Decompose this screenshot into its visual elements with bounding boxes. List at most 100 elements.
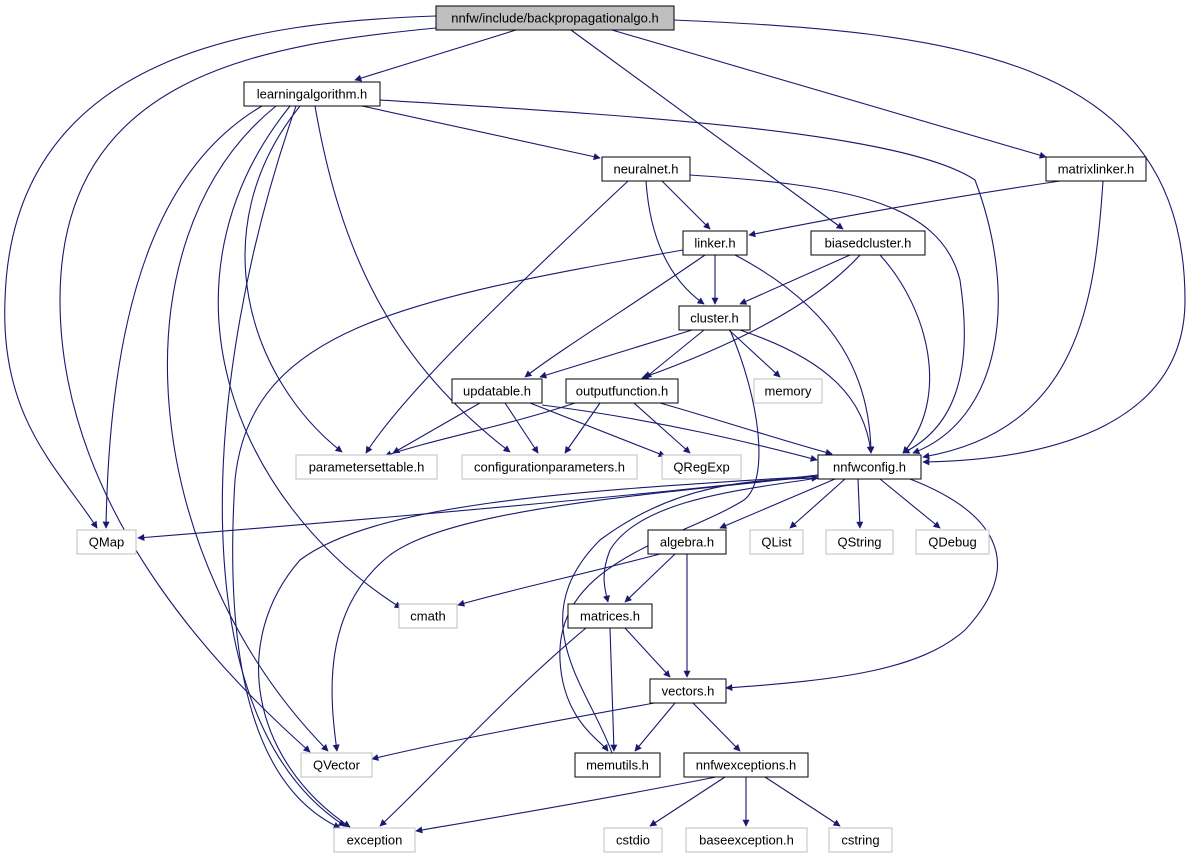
- edge-learningalgorithm-to-nnfwconfig: [379, 99, 999, 455]
- node-box-updatable[interactable]: [451, 378, 543, 404]
- edge-outputfunction-to-qregexp: [633, 402, 691, 454]
- node-box-cstdio: [603, 827, 663, 853]
- edge-root-to-qmap: [4, 15, 437, 529]
- node-label-root: nnfw/include/backpropagationalgo.h: [451, 11, 658, 26]
- node-biasedcluster[interactable]: biasedcluster.h: [810, 230, 926, 256]
- node-box-configurationparameters: [461, 454, 638, 480]
- node-label-cstring: cstring: [841, 833, 879, 848]
- node-label-qstring: QString: [837, 535, 881, 550]
- node-box-cluster[interactable]: [678, 305, 751, 331]
- edge-learningalgorithm-to-cmath: [217, 105, 402, 609]
- node-box-biasedcluster[interactable]: [810, 230, 926, 256]
- node-box-learningalgorithm[interactable]: [243, 81, 381, 107]
- edge-learningalgorithm-to-qmap: [102, 105, 263, 529]
- edge-layer: [4, 15, 1186, 834]
- edge-nnfwconfig-to-exception: [258, 475, 819, 828]
- edge-updatable-to-nnfwconfig: [541, 404, 818, 462]
- edge-root-to-learningalgorithm: [354, 29, 517, 82]
- edge-nnfwconfig-to-qmap: [137, 474, 819, 541]
- node-cstdio: cstdio: [603, 827, 663, 853]
- node-memory: memory: [753, 378, 823, 404]
- node-box-root[interactable]: [435, 5, 675, 31]
- node-outputfunction[interactable]: outputfunction.h: [565, 378, 679, 404]
- node-box-memutils[interactable]: [574, 752, 661, 778]
- node-box-outputfunction[interactable]: [565, 378, 679, 404]
- node-label-outputfunction: outputfunction.h: [576, 384, 669, 399]
- edge-root-to-matrixlinker: [611, 29, 1047, 159]
- node-updatable[interactable]: updatable.h: [451, 378, 543, 404]
- node-label-exception: exception: [347, 833, 403, 848]
- node-box-algebra[interactable]: [647, 529, 727, 555]
- edge-linker-to-exception: [232, 249, 684, 829]
- node-box-linker[interactable]: [682, 230, 748, 256]
- node-label-memory: memory: [765, 384, 812, 399]
- edge-learningalgorithm-to-qvector: [166, 105, 329, 752]
- node-cstring: cstring: [828, 827, 893, 853]
- edge-cluster-to-nnfwconfig: [739, 329, 874, 454]
- node-root[interactable]: nnfw/include/backpropagationalgo.h: [435, 5, 675, 31]
- edge-nnfwconfig-to-vectors: [725, 478, 998, 692]
- edge-neuralnet-to-cluster: [645, 180, 705, 305]
- node-label-nnfwexceptions: nnfwexceptions.h: [696, 758, 796, 773]
- edge-matrices-to-vectors: [624, 627, 671, 678]
- edge-outputfunction-to-configurationparameters: [564, 402, 601, 454]
- node-box-vectors[interactable]: [649, 678, 727, 704]
- node-label-neuralnet: neuralnet.h: [613, 162, 678, 177]
- node-box-matrixlinker[interactable]: [1045, 156, 1147, 182]
- node-learningalgorithm[interactable]: learningalgorithm.h: [243, 81, 381, 107]
- node-matrices[interactable]: matrices.h: [567, 603, 653, 629]
- edge-matrices-to-exception: [379, 627, 587, 827]
- node-box-nnfwconfig[interactable]: [817, 454, 922, 480]
- node-label-baseexception: baseexception.h: [699, 833, 794, 848]
- edge-nnfwconfig-to-qdebug: [879, 478, 941, 529]
- node-box-neuralnet[interactable]: [601, 156, 691, 182]
- edge-nnfwconfig-to-qlist: [789, 478, 846, 529]
- node-label-vectors: vectors.h: [662, 684, 715, 699]
- node-neuralnet[interactable]: neuralnet.h: [601, 156, 691, 182]
- node-label-qmap: QMap: [89, 535, 124, 550]
- node-nnfwexceptions[interactable]: nnfwexceptions.h: [683, 752, 809, 778]
- node-box-matrices[interactable]: [567, 603, 653, 629]
- node-label-matrices: matrices.h: [580, 609, 640, 624]
- edge-biasedcluster-to-cluster: [739, 254, 851, 305]
- node-label-learningalgorithm: learningalgorithm.h: [257, 87, 368, 102]
- node-label-qlist: QList: [761, 535, 792, 550]
- edge-matrices-to-memutils: [609, 627, 618, 752]
- node-label-nnfwconfig: nnfwconfig.h: [833, 460, 906, 475]
- node-box-qregexp: [661, 454, 742, 480]
- node-label-cstdio: cstdio: [616, 833, 650, 848]
- edge-nnfwexceptions-to-cstdio: [649, 776, 726, 827]
- edge-nnfwconfig-to-algebra: [719, 478, 836, 529]
- edge-root-to-nnfwconfig: [673, 19, 1186, 466]
- node-vectors[interactable]: vectors.h: [649, 678, 727, 704]
- node-box-qvector: [300, 752, 373, 778]
- node-nnfwconfig[interactable]: nnfwconfig.h: [817, 454, 922, 480]
- edge-cluster-to-memory: [728, 329, 781, 378]
- node-linker[interactable]: linker.h: [682, 230, 748, 256]
- edge-neuralnet-to-linker: [661, 180, 711, 230]
- edge-biasedcluster-to-outputfunction: [641, 254, 861, 380]
- node-box-qmap: [76, 529, 137, 555]
- edge-linker-to-updatable: [524, 254, 706, 378]
- edge-vectors-to-qvector: [371, 701, 661, 761]
- edge-learningalgorithm-to-configurationparameters: [314, 105, 511, 453]
- node-memutils[interactable]: memutils.h: [574, 752, 661, 778]
- node-box-exception: [333, 827, 416, 853]
- node-label-matrixlinker: matrixlinker.h: [1058, 162, 1135, 177]
- edge-learningalgorithm-to-exception: [221, 105, 346, 827]
- edge-learningalgorithm-to-parametersettable: [244, 105, 343, 453]
- edge-nnfwexceptions-to-cstring: [764, 776, 841, 827]
- node-algebra[interactable]: algebra.h: [647, 529, 727, 555]
- node-label-cmath: cmath: [410, 609, 445, 624]
- edge-cluster-to-outputfunction: [644, 329, 705, 379]
- node-box-qlist: [749, 529, 804, 555]
- node-box-nnfwexceptions[interactable]: [683, 752, 809, 778]
- edge-root-to-qvector: [59, 27, 437, 753]
- edge-learningalgorithm-to-neuralnet: [361, 105, 601, 161]
- node-qlist: QList: [749, 529, 804, 555]
- node-cluster[interactable]: cluster.h: [678, 305, 751, 331]
- node-matrixlinker[interactable]: matrixlinker.h: [1045, 156, 1147, 182]
- edge-outputfunction-to-parametersettable: [384, 402, 576, 458]
- edge-updatable-to-configurationparameters: [504, 402, 539, 454]
